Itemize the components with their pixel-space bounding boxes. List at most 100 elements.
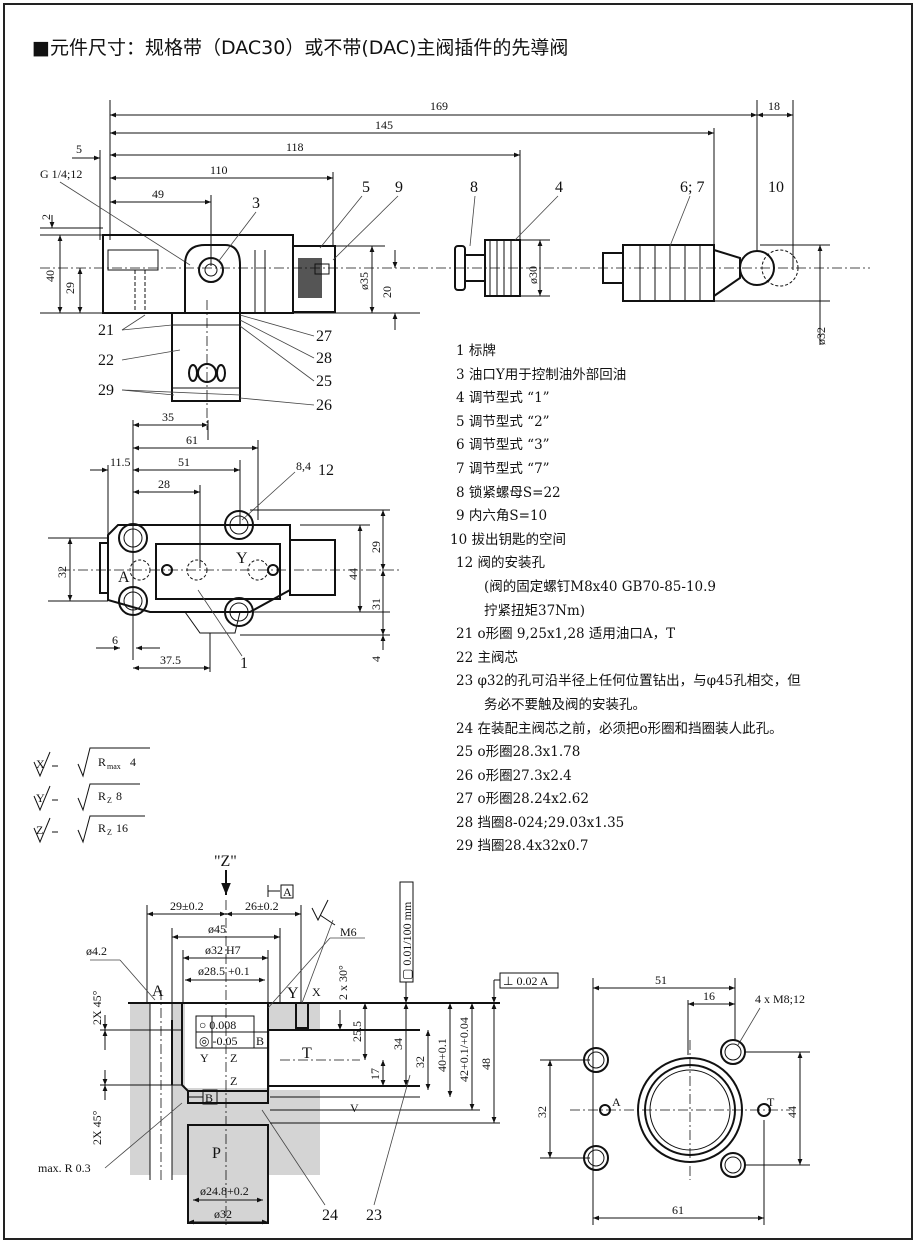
legend-item: 25 o形圈28.3x1.78 <box>456 744 581 761</box>
callout-1: 1 <box>240 655 248 672</box>
dim-29: 29 <box>63 282 77 294</box>
flatness-tolerance: ▢ 0.01/100 mm <box>400 901 414 980</box>
callout-22: 22 <box>98 352 114 369</box>
port-dim-16: 16 <box>703 989 715 1003</box>
dim-26-tol: 26±0.2 <box>245 899 279 913</box>
parts-legend: 1 标牌 3 油口Y用于控制油外部回油 4 调节型式 “1” 5 调节型式 “2… <box>450 340 801 859</box>
section-port-y: Y <box>287 985 299 1002</box>
svg-text:8: 8 <box>116 789 122 803</box>
svg-text:max: max <box>107 762 121 771</box>
concentricity-tolerance: ◎ -0.05 <box>199 1034 237 1048</box>
port-pattern-view: 51 16 4 x M8;12 A T 32 44 61 <box>535 973 810 1225</box>
legend-item: 26 o形圈27.3x2.4 <box>456 767 572 784</box>
dim-40-tol: 40+0.1 <box>435 1038 449 1072</box>
plan-dim-51: 51 <box>178 455 190 469</box>
callout-8: 8 <box>470 179 478 196</box>
dim-d32-side: ø32 <box>814 327 828 345</box>
callout-24: 24 <box>322 1207 338 1224</box>
callout-9: 9 <box>395 179 403 196</box>
plan-view: 35 61 11.5 51 28 8,4 12 A Y 1 32 <box>48 410 400 672</box>
svg-text:16: 16 <box>116 821 128 835</box>
svg-text:R: R <box>98 789 106 803</box>
rough-z2-mark: Z <box>230 1074 237 1088</box>
plan-dim-32: 32 <box>55 566 69 578</box>
callout-25: 25 <box>316 373 332 390</box>
section-port-a: A <box>152 983 164 1000</box>
plan-dim-29: 29 <box>369 541 383 553</box>
side-view: 169 18 145 118 110 49 5 G 1/4;12 40 29 2 <box>39 99 870 430</box>
plan-dim-35: 35 <box>162 410 174 424</box>
port-dim-32: 32 <box>535 1106 549 1118</box>
legend-item-continuation: 拧紧扭矩37Nm) <box>484 602 586 619</box>
chamfer-45-top: 2X 45° <box>90 990 104 1025</box>
m6-label: M6 <box>340 925 357 939</box>
port-a: A <box>612 1095 621 1109</box>
section-port-p: P <box>212 1145 221 1162</box>
plan-dim-31: 31 <box>369 598 383 610</box>
drawing-frame <box>3 3 913 1240</box>
port-dim-44: 44 <box>785 1106 799 1118</box>
callout-23: 23 <box>366 1207 382 1224</box>
plan-dim-6: 6 <box>112 633 118 647</box>
port-t: T <box>767 1095 775 1109</box>
chamfer-45-bottom: 2X 45° <box>90 1110 104 1145</box>
dim-2: 2 <box>39 214 53 220</box>
page-title: ■元件尺寸：规格带（DAC30）或不带(DAC)主阀插件的先導阀 <box>32 37 569 59</box>
dim-d45: ø45 <box>208 922 226 936</box>
dim-d24-8: ø24.8+0.2 <box>200 1184 249 1198</box>
svg-text:Z: Z <box>107 796 112 805</box>
dim-169: 169 <box>430 99 448 113</box>
legend-item: 22 主阀芯 <box>456 649 518 666</box>
dim-d35: ø35 <box>357 272 371 290</box>
dim-d32-h7: ø32 H7 <box>205 943 241 957</box>
legend-item: 1 标牌 <box>456 343 496 359</box>
callout-5: 5 <box>362 179 370 196</box>
callout-29: 29 <box>98 382 114 399</box>
port-a-label: A <box>118 569 130 586</box>
datum-b-label: B <box>256 1034 264 1048</box>
dim-17: 17 <box>368 1068 382 1080</box>
legend-item: 28 挡圈8-024;29.03x1.35 <box>456 814 625 831</box>
dim-48: 48 <box>479 1058 493 1070</box>
dim-18: 18 <box>768 99 780 113</box>
dim-20: 20 <box>380 286 394 298</box>
dim-d4-2: ø4.2 <box>86 944 107 958</box>
svg-text:Z: Z <box>36 823 43 837</box>
datum-a-label: A <box>283 885 292 899</box>
callout-4: 4 <box>555 179 563 196</box>
legend-item: 21 o形圈 9,25x1,28 适用油口A，T <box>456 626 676 643</box>
svg-text:Z: Z <box>107 828 112 837</box>
dim-34: 34 <box>391 1038 405 1050</box>
plan-dim-44: 44 <box>346 568 360 580</box>
legend-item: 10 拔出钥匙的空间 <box>450 531 566 548</box>
svg-text:X: X <box>36 757 45 771</box>
perpendicularity-tolerance: ⊥ 0.02 A <box>503 974 549 988</box>
section-view: "Z" A 29±0.2 26±0.2 ø45 ø32 H7 ø28.5 +0.… <box>38 853 559 1225</box>
dim-32-vertical: 32 <box>413 1056 427 1068</box>
port-dim-51: 51 <box>655 973 667 987</box>
dim-110: 110 <box>210 163 228 177</box>
rough-z-mark: Z <box>230 1051 237 1065</box>
svg-text:R: R <box>98 755 106 769</box>
section-port-t: T <box>302 1045 312 1062</box>
legend-item-continuation: 务必不要触及阀的安装孔。 <box>484 696 646 713</box>
callout-10: 10 <box>768 179 784 196</box>
plan-dim-37-5: 37.5 <box>160 653 181 667</box>
callout-3: 3 <box>252 195 260 212</box>
legend-item: 12 阀的安装孔 <box>456 555 545 572</box>
port-y-label: Y <box>236 550 248 567</box>
rough-y-mark: Y <box>200 1051 209 1065</box>
roughness-z: Z R Z 16 <box>33 815 145 844</box>
dim-d28-5: ø28.5 +0.1 <box>198 964 250 978</box>
legend-item: 9 内六角S=10 <box>456 508 548 525</box>
plan-dim-28: 28 <box>158 477 170 491</box>
thread-label: G 1/4;12 <box>40 167 82 181</box>
callout-27: 27 <box>316 328 332 345</box>
plan-dim-61: 61 <box>186 433 198 447</box>
svg-text:Y: Y <box>36 791 45 805</box>
rough-v-mark: V <box>350 1101 359 1115</box>
port-dim-61: 61 <box>672 1203 684 1217</box>
dim-29-tol: 29±0.2 <box>170 899 204 913</box>
plan-dim-8-4: 8,4 <box>296 459 311 473</box>
